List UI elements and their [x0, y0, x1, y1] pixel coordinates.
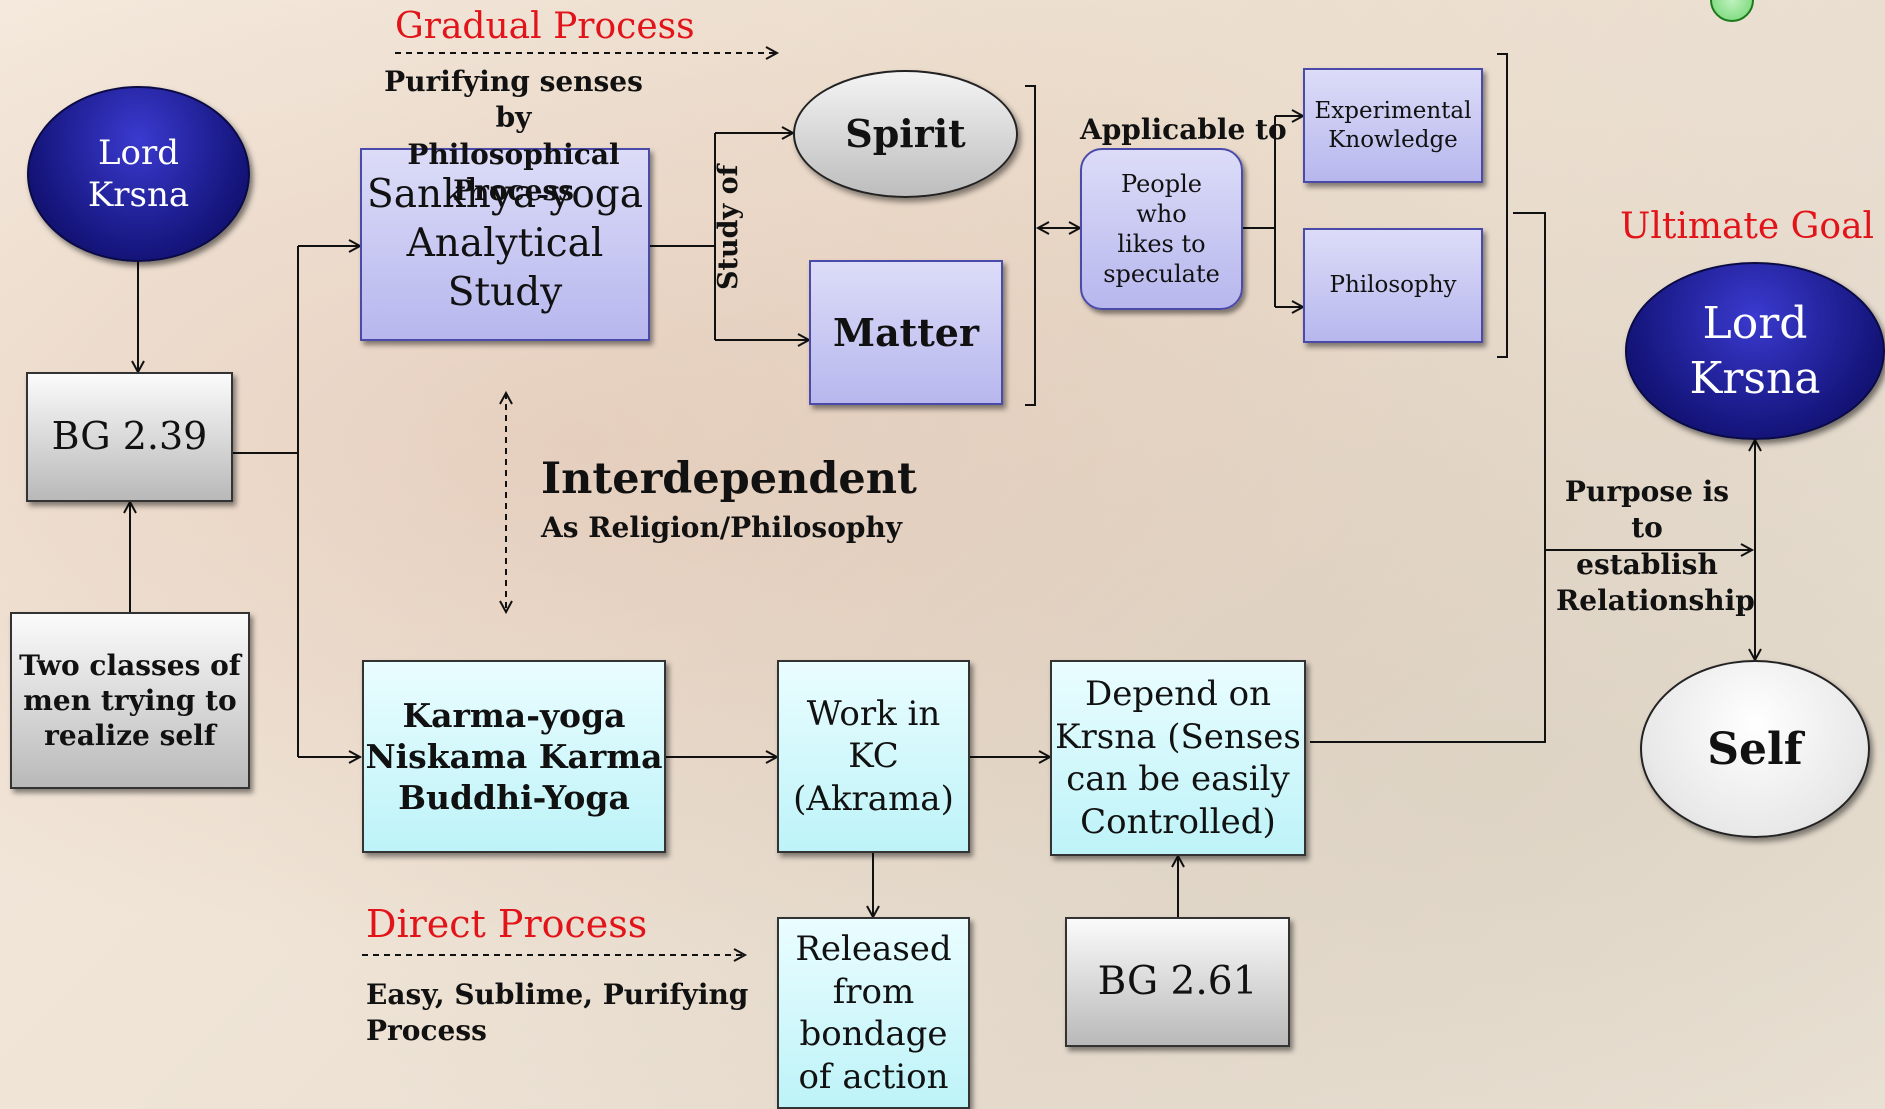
easy-sublime-label: Easy, Sublime, Purifying Process	[366, 978, 749, 1048]
lord-krsna-left-node: Lord Krsna	[27, 86, 250, 262]
line-right-connector	[1310, 212, 1546, 743]
interdependent-label: Interdependent	[541, 454, 917, 504]
depend-on-krsna-node: Depend on Krsna (Senses can be easily Co…	[1050, 660, 1306, 856]
karma-yoga-node: Karma-yoga Niskama Karma Buddhi-Yoga	[362, 660, 666, 853]
philosophy-node: Philosophy	[1303, 228, 1483, 343]
applicable-to-label: Applicable to	[1080, 113, 1287, 146]
gradual-process-heading: Gradual Process	[395, 6, 695, 47]
work-in-kc-node: Work in KC (Akrama)	[777, 660, 970, 853]
bg-2-39-node: BG 2.39	[26, 372, 233, 502]
purifying-senses-label: Purifying senses by Philosophical Proces…	[384, 65, 643, 208]
sankhya-yoga-node: Sankhya-yoga Analytical Study	[360, 148, 650, 341]
bracket-right	[1497, 53, 1508, 358]
lord-krsna-right-node: Lord Krsna	[1625, 262, 1885, 440]
experimental-knowledge-node: Experimental Knowledge	[1303, 68, 1483, 183]
as-religion-label: As Religion/Philosophy	[541, 511, 903, 544]
purpose-label: Purpose is to establish Relationship	[1556, 475, 1755, 618]
two-classes-node: Two classes of men trying to realize sel…	[10, 612, 250, 789]
released-node: Released from bondage of action	[777, 917, 970, 1109]
self-node: Self	[1640, 660, 1870, 838]
direct-process-heading: Direct Process	[366, 902, 648, 946]
bg-2-61-node: BG 2.61	[1065, 917, 1290, 1047]
matter-node: Matter	[809, 260, 1003, 405]
ultimate-goal-heading: Ultimate Goal	[1620, 206, 1875, 247]
bracket-spirit-matter	[1025, 85, 1036, 406]
study-of-label: Study of	[713, 164, 744, 290]
spirit-node: Spirit	[793, 70, 1018, 198]
people-speculate-node: People who likes to speculate	[1080, 148, 1243, 310]
